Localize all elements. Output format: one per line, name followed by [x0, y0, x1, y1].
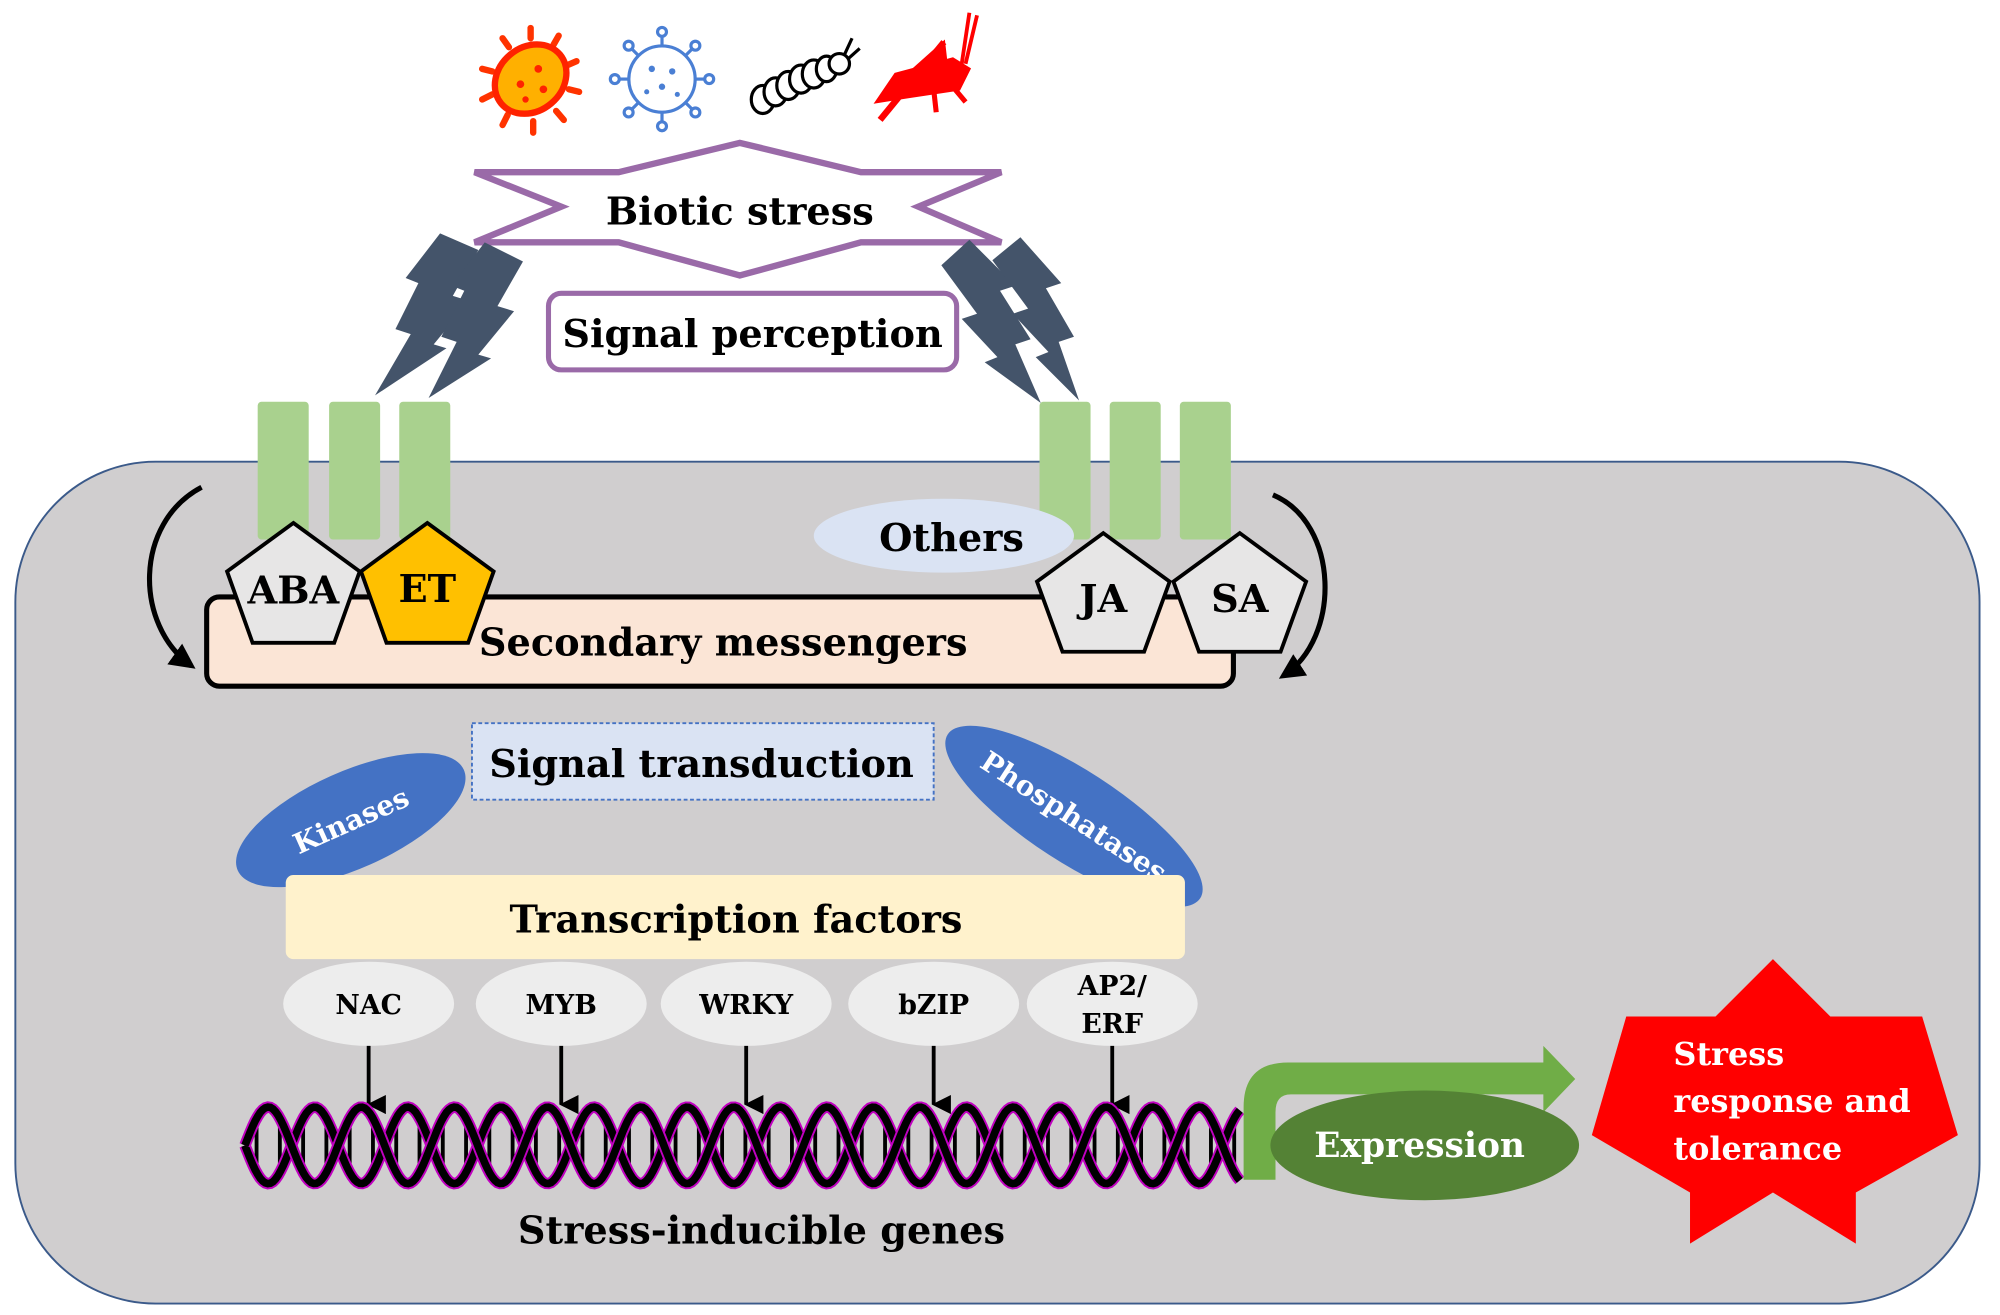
ja-label: JA [1076, 577, 1128, 622]
stress-response-star [1591, 959, 1958, 1244]
tf-item: bZIP [848, 961, 1020, 1115]
expression-ellipse [1270, 1090, 1580, 1201]
receptor [1179, 401, 1231, 540]
sa-pentagon: SA [1171, 530, 1309, 654]
signal-transduction-label: Signal transduction [489, 742, 914, 787]
stress-response-label-line3: tolerance [1673, 1129, 1842, 1167]
tf-label: MYB [526, 990, 597, 1021]
receptor [1109, 401, 1161, 540]
others-ellipse [813, 498, 1074, 573]
aba-pentagon: ABA [224, 520, 363, 645]
et-label: ET [399, 567, 457, 612]
secondary-messengers-label: Secondary messengers [479, 621, 968, 666]
expression-arrow [1243, 1045, 1576, 1180]
transcription-factors-label: Transcription factors [510, 897, 963, 942]
sa-label: SA [1211, 577, 1270, 622]
ja-pentagon: JA [1034, 530, 1172, 654]
tf-label-line2: ERF [1081, 1009, 1143, 1040]
cycle-arrow-left [147, 484, 203, 669]
tf-item: AP2/ERF [1026, 961, 1198, 1115]
expression-label: Expression [1314, 1126, 1525, 1166]
stress-response-label-line1: Stress [1673, 1035, 1784, 1073]
signal-perception-box [545, 290, 960, 373]
tf-ellipse [1026, 961, 1198, 1046]
cycle-arrow-right [1271, 492, 1328, 679]
bacteria-icon [478, 24, 583, 136]
lightning-icon [375, 233, 1080, 404]
tf-item: MYB [475, 961, 647, 1115]
aba-label: ABA [247, 568, 341, 613]
tf-label: NAC [335, 990, 402, 1021]
tf-ellipse [475, 961, 647, 1046]
dna-strand [241, 1103, 1243, 1188]
stress-response-label-line2: response and [1673, 1082, 1910, 1120]
tf-ellipse [283, 961, 455, 1046]
receptor [329, 401, 381, 540]
tf-label: WRKY [698, 990, 794, 1021]
biotic-stress-label: Biotic stress [606, 189, 874, 234]
tf-label: AP2/ [1077, 971, 1148, 1002]
receptors [257, 401, 1231, 540]
et-pentagon: ET [358, 520, 496, 645]
caterpillar-icon [749, 37, 861, 116]
virus-icon [608, 25, 716, 133]
tf-item: WRKY [660, 961, 832, 1115]
tf-ellipse [848, 961, 1020, 1046]
grasshopper-icon [873, 12, 979, 122]
others-label: Others [879, 516, 1024, 561]
kinases-ellipse: Kinases [236, 753, 466, 888]
stress-inducible-genes-label: Stress-inducible genes [518, 1209, 1005, 1254]
transcription-factors-bar [285, 874, 1185, 960]
biotic-stress-star [473, 139, 1003, 279]
receptor [257, 401, 309, 540]
tf-label: bZIP [898, 990, 969, 1021]
signal-perception-label: Signal perception [562, 312, 942, 357]
dna-strand [241, 1103, 1243, 1188]
transcription-factor-list: NAC MYB WRKY bZIP AP2/ERF [283, 961, 1198, 1115]
dna-double-helix [239, 1101, 1245, 1190]
receptor [1039, 401, 1091, 540]
signal-transduction-box [471, 722, 935, 801]
tf-item: NAC [283, 961, 455, 1115]
receptor [399, 401, 451, 540]
tf-ellipse [660, 961, 832, 1046]
